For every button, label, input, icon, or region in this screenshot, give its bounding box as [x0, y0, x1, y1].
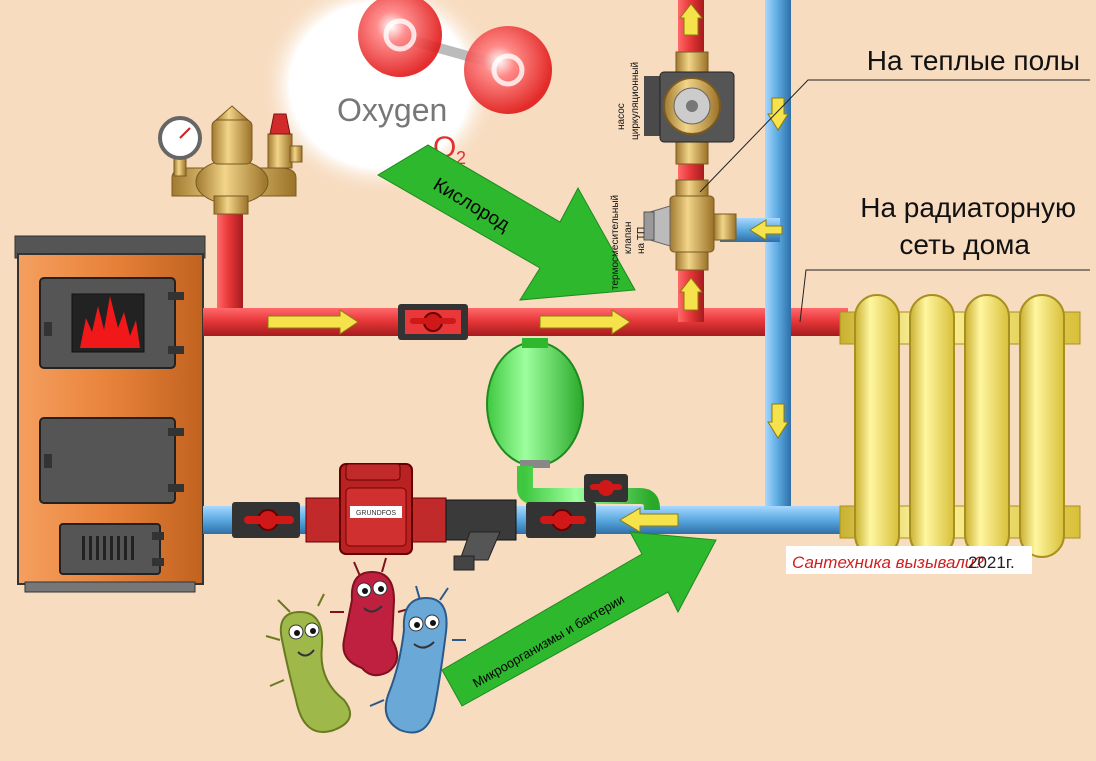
flame-icon — [80, 296, 140, 348]
radiator-label-line2: сеть дома — [899, 229, 1030, 260]
pump-label-line2: циркуляционный — [630, 62, 641, 140]
radiator-label-line1: На радиаторную — [860, 192, 1076, 223]
pump-brand: GRUNDFOS — [356, 510, 396, 517]
floor-circulation-pump — [644, 51, 735, 165]
watermark-year: 2021г. — [968, 553, 1015, 572]
microbe-icon — [265, 593, 352, 733]
valve-label-line2: клапан — [623, 222, 634, 254]
return-circulation-pump: GRUNDFOS — [305, 463, 447, 555]
oxygen-molecule-icon — [260, 0, 552, 195]
oxygen-subscript: 2 — [456, 148, 466, 168]
watermark-text: Сантехника вызывали? — [792, 553, 984, 572]
floor-return-pipe — [765, 0, 791, 520]
microbe-icon — [369, 585, 466, 734]
strainer-filter — [445, 499, 517, 571]
radiator — [839, 294, 1081, 558]
return-ball-valve-left — [232, 502, 300, 538]
boiler — [14, 235, 206, 593]
expansion-tank — [486, 338, 660, 510]
pump-label-line1: насос — [616, 103, 627, 130]
oxygen-arrow: Кислород — [377, 144, 636, 301]
oxygen-word: Oxygen — [337, 92, 447, 128]
watermark: Сантехника вызывали? 2021г. — [786, 546, 1032, 574]
floors-label: На теплые полы — [867, 45, 1080, 76]
microbe-icon — [330, 557, 413, 677]
supply-riser-pipe — [217, 210, 243, 322]
safety-group — [158, 105, 303, 215]
valve-label-line1: термосмесительный — [610, 195, 621, 290]
flow-arrows — [267, 3, 789, 533]
thermometer-gauge-icon — [158, 116, 202, 177]
valve-label-line3: на ТП — [636, 227, 647, 254]
safety-valve-icon — [267, 113, 303, 169]
leader-lines — [699, 79, 1090, 323]
air-vent-icon — [211, 105, 253, 165]
thermo-mixing-valve — [643, 179, 737, 271]
supply-ball-valve — [398, 304, 468, 340]
return-ball-valve-right — [526, 502, 596, 538]
